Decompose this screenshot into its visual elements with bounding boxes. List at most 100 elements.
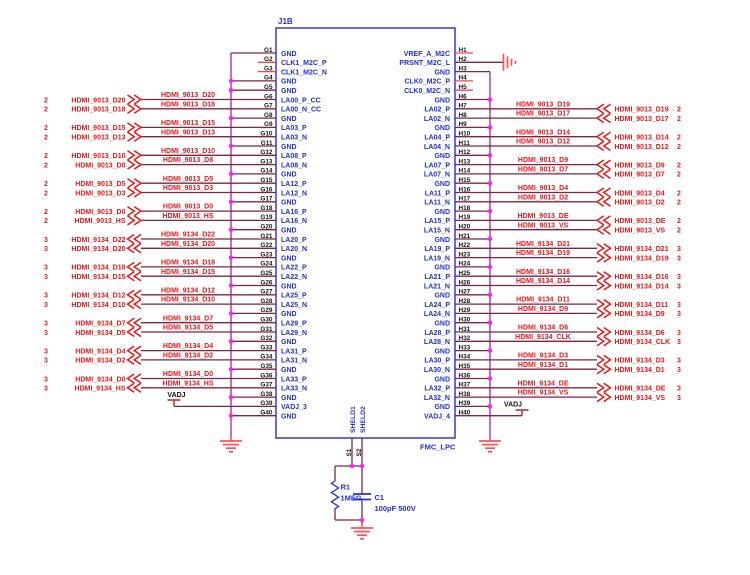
connector-j1b[interactable]: J1BFMC_LPCG1GNDG2CLK1_M2C_PG3CLK1_M2C_NG… [258, 17, 473, 457]
vadj-tap-left[interactable]: VADJ [167, 392, 276, 408]
right-gnd-bus[interactable] [455, 70, 501, 453]
connector-body[interactable] [275, 27, 456, 439]
left-gnd-bus[interactable] [220, 52, 276, 453]
vadj-tap-right[interactable]: VADJ [455, 402, 529, 417]
shield-net[interactable] [334, 438, 373, 540]
